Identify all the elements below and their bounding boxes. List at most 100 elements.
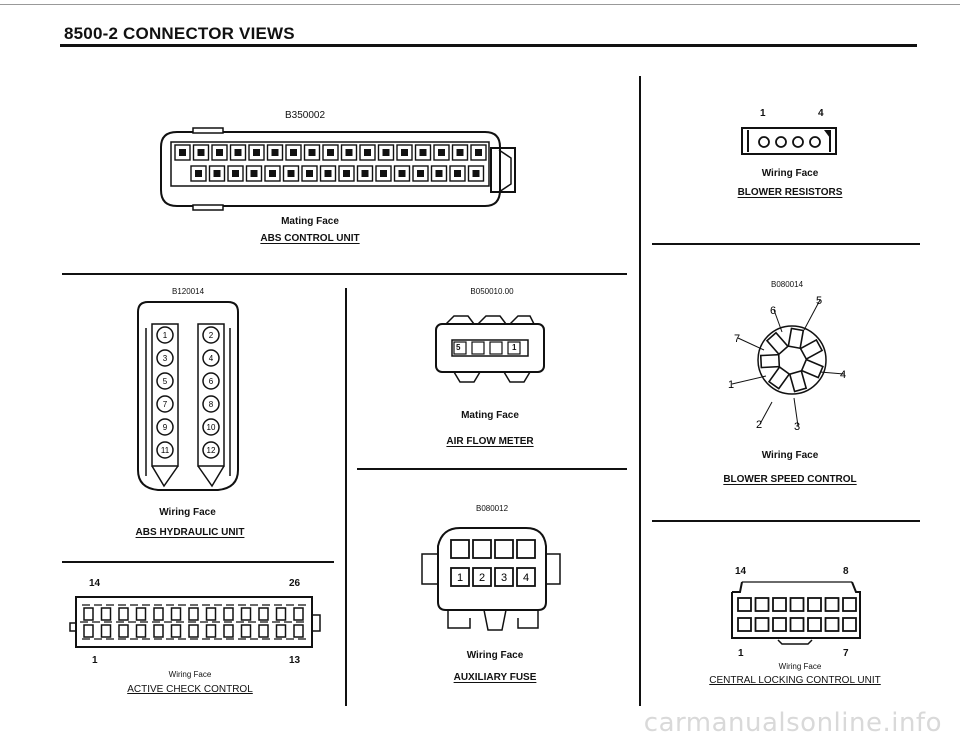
blower-speed-pin-label: 4 [840,369,846,381]
abs-hydraulic-pin-label: 8 [209,400,214,409]
auxiliary-fuse-pin: 3 [494,567,514,587]
abs-control-cavity [430,165,448,182]
abs-control-cavity [414,144,432,161]
air-flow-connector [435,315,545,383]
central-locking-pin-tl: 14 [735,566,747,577]
divider-air-flow [357,468,627,470]
abs-control-cavity [174,144,191,161]
auxiliary-fuse-code: B080012 [475,504,509,513]
auxiliary-fuse-pin-label: 1 [457,572,463,584]
active-check-pin-tl: 14 [89,578,101,589]
blower-speed-pin-label: 1 [728,379,734,391]
central-locking-cavity [789,597,805,612]
active-check-pin-br: 13 [289,655,301,666]
abs-control-cavity [375,165,392,182]
active-check-cavity [205,607,217,621]
active-check-cavity [83,624,94,638]
central-locking-cavity [754,597,770,612]
abs-control-cavity [470,144,487,161]
abs-control-cavity [433,144,450,161]
abs-hydraulic-pin-label: 3 [163,354,168,363]
abs-hydraulic-pin: 7 [156,395,174,413]
central-locking-cavity [824,597,840,612]
blower-resistors-pin-left: 1 [760,108,766,119]
central-locking-connector [731,581,861,645]
central-locking-cavity [789,617,805,632]
abs-control-cavity [282,165,300,182]
abs-control-cavity [319,165,337,182]
blower-speed-pin-label: 2 [756,419,762,431]
auxiliary-fuse-pin-label: 2 [479,572,485,584]
active-check-cavity [240,624,252,638]
page-title: 8500-2 CONNECTOR VIEWS [64,24,295,43]
blower-speed-pin-label: 5 [816,295,822,307]
blower-resistors-name: BLOWER RESISTORS [737,187,843,198]
central-locking-pin-tr: 8 [843,566,849,577]
abs-control-cavity [229,144,247,161]
blower-speed-connector: 1 2 3 4 5 67 [728,295,846,433]
divider-abs-control [62,273,627,275]
auxiliary-fuse-pin-label: 3 [501,572,507,584]
active-check-cavity [205,624,217,638]
abs-control-cavity [449,165,466,182]
active-check-cavity [135,624,147,638]
air-flow-name: AIR FLOW METER [446,436,534,447]
divider-vertical-main [639,76,641,706]
blower-speed-pin: 7 [734,331,790,356]
blower-speed-pin: 1 [728,327,805,391]
active-check-cavity [118,624,129,638]
active-check-cavity [240,607,252,621]
air-flow-face: Mating Face [461,410,519,421]
abs-hydraulic-pin-label: 7 [163,400,168,409]
central-locking-cavity [842,597,857,612]
divider-blower-speed [652,520,920,522]
abs-hydraulic-pin: 5 [156,372,174,390]
active-check-cavity [153,624,164,638]
central-locking-cavity [842,617,857,632]
abs-control-name: ABS CONTROL UNIT [260,233,360,244]
abs-control-cavity [338,165,355,182]
blower-speed-code: B080014 [770,280,804,289]
central-locking-cavity [807,597,822,612]
abs-hydraulic-pin-label: 4 [209,354,214,363]
divider-abs-hydraulic [62,561,334,563]
abs-control-connector [160,127,516,211]
auxiliary-fuse-pin: 1 [450,567,470,587]
active-check-cavity [275,607,287,621]
central-locking-pin-br: 7 [843,648,849,659]
central-locking-cavity [737,617,752,632]
abs-control-cavity [211,144,228,161]
abs-hydraulic-pin-label: 5 [163,377,168,386]
active-check-pin-bl: 1 [92,655,98,666]
active-check-cavity [153,607,164,621]
blower-speed-pin: 6 [759,305,783,369]
abs-control-cavity [412,165,429,182]
active-check-cavity [170,624,182,638]
abs-control-cavity [451,144,469,161]
blower-resistors-face: Wiring Face [761,168,819,179]
abs-control-cavity [192,144,210,161]
active-check-pin-tr: 26 [289,578,301,589]
auxiliary-fuse-face: Wiring Face [466,650,524,661]
active-check-cavity [258,607,269,621]
abs-hydraulic-pin-label: 9 [163,423,168,432]
abs-control-cavity [208,165,226,182]
abs-control-cavity [359,144,376,161]
abs-hydraulic-pin-label: 1 [163,331,168,340]
blower-resistors-connector [741,127,837,155]
abs-hydraulic-pin: 6 [202,372,220,390]
abs-hydraulic-pin: 9 [156,418,174,436]
divider-blower-resistors [652,243,920,245]
abs-control-cavity [301,165,318,182]
watermark: carmanualsonline.info [643,708,942,738]
abs-hydraulic-pin-label: 12 [207,446,216,455]
abs-control-code: B350002 [284,110,326,121]
abs-control-face: Mating Face [281,216,339,227]
abs-control-cavity [264,165,281,182]
auxiliary-fuse-cavity [472,539,492,559]
blower-speed-pin: 3 [793,358,824,433]
abs-control-cavity [303,144,321,161]
air-flow-pin-right: 1 [512,343,517,352]
abs-control-cavity [393,165,411,182]
